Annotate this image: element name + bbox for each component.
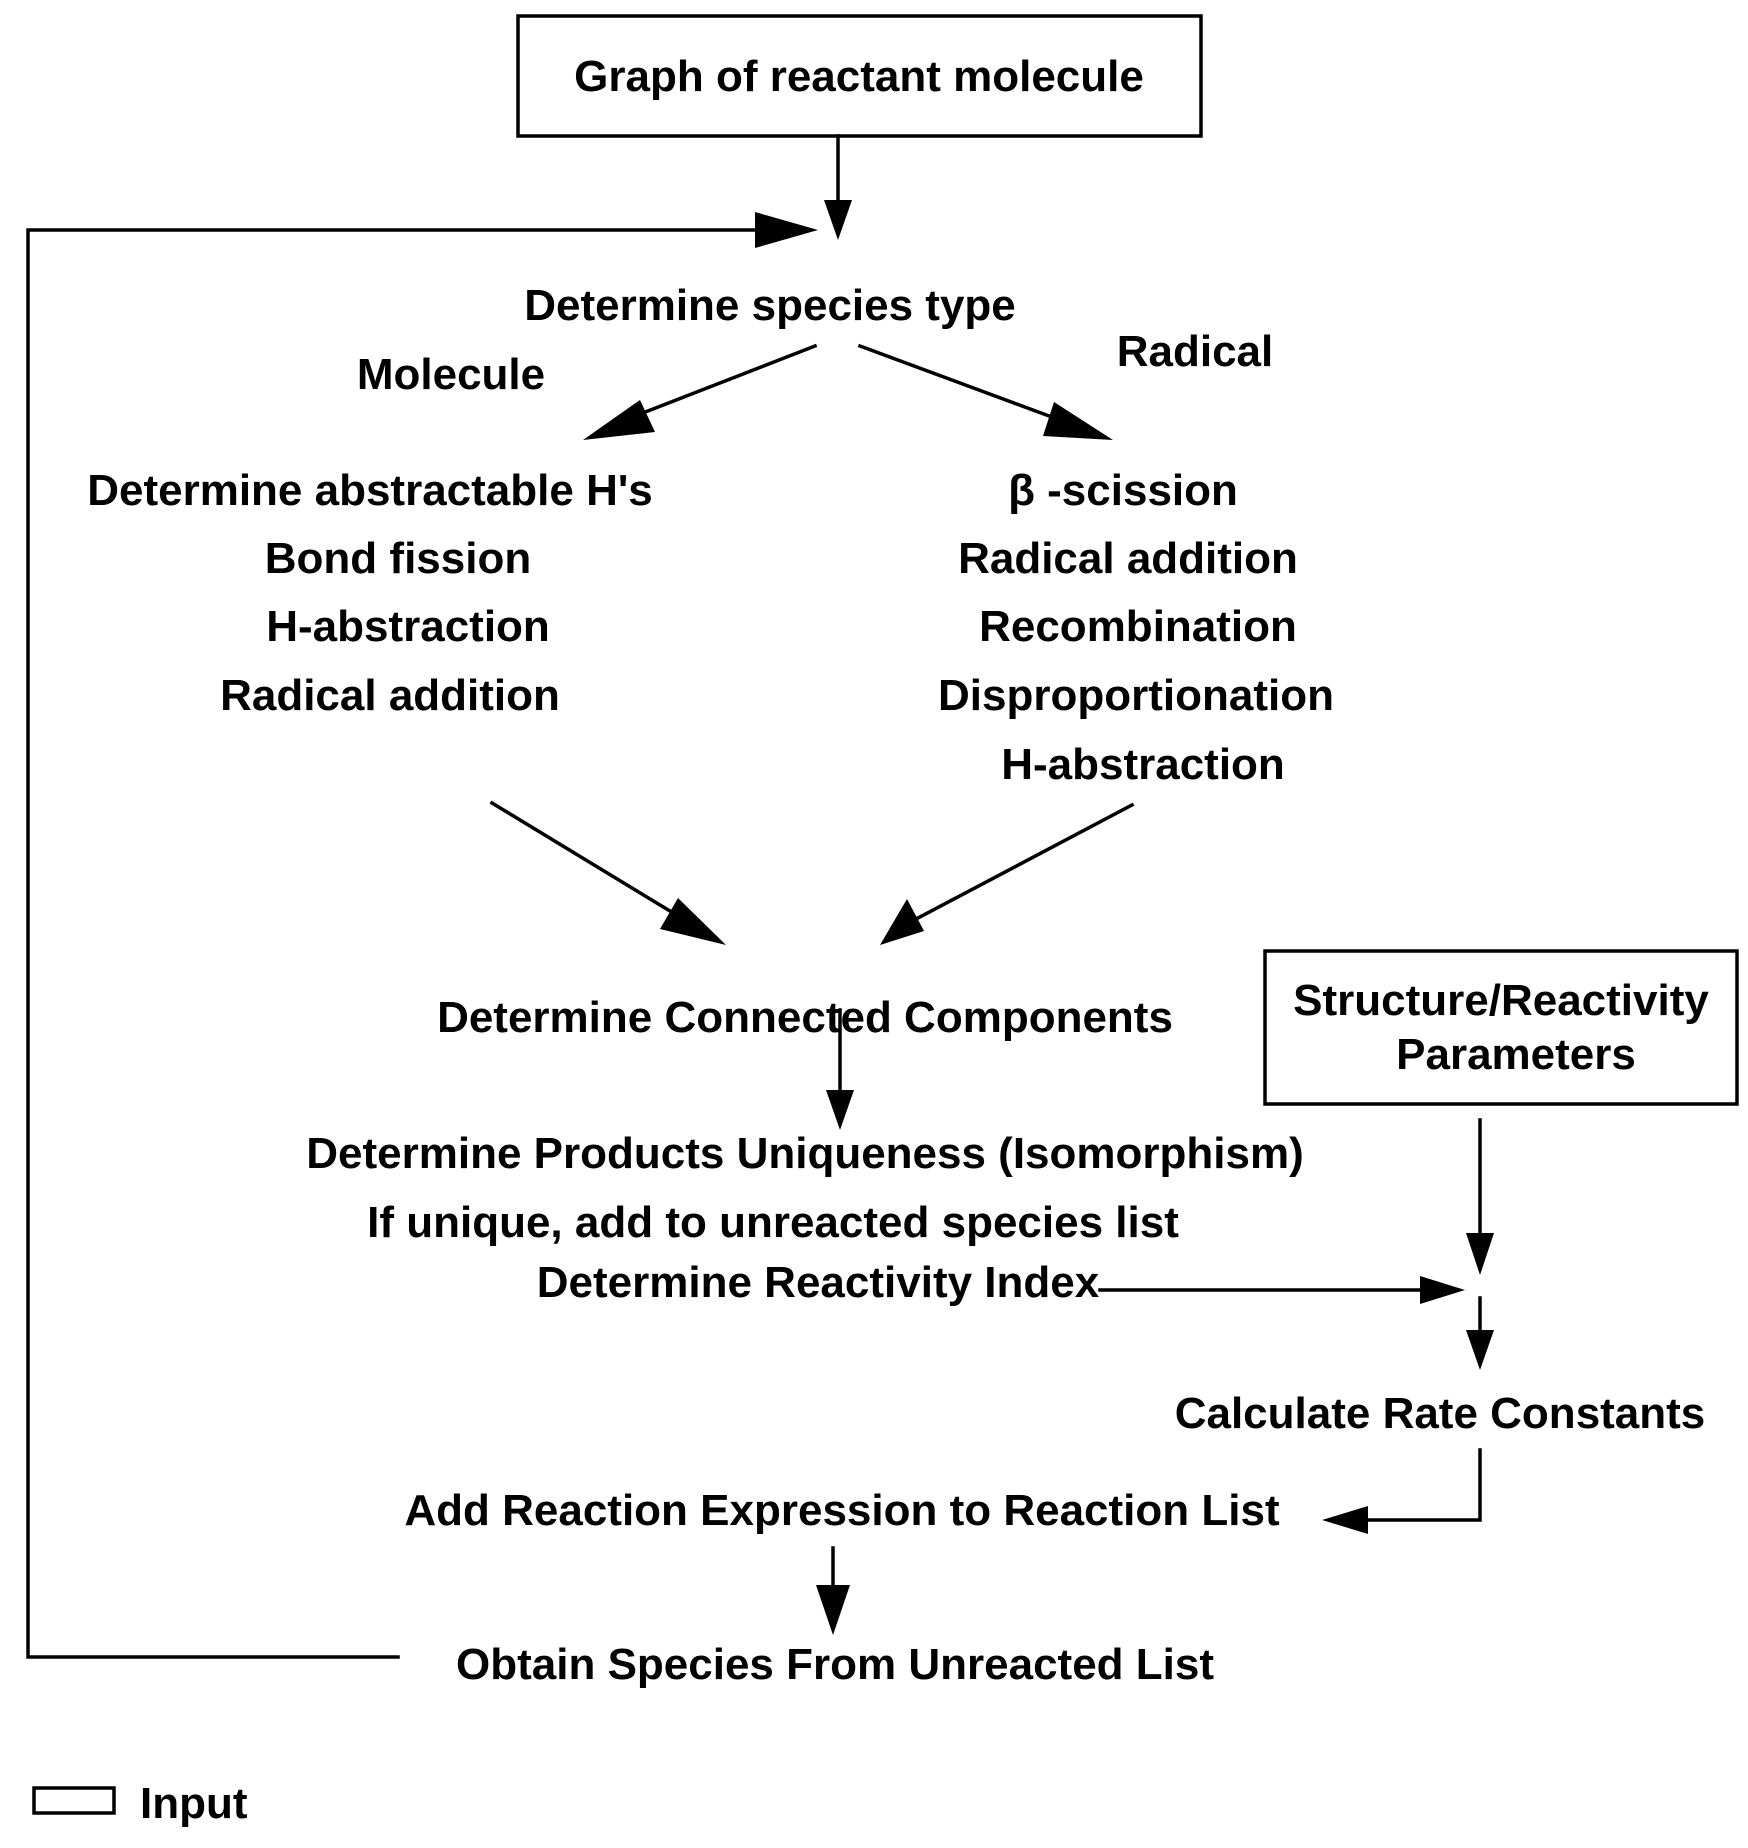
radical-branch-label: Radical [1117, 327, 1274, 376]
arrow-junction-to-rate-head [1466, 1330, 1494, 1370]
arrow-to-molecule-line [627, 343, 818, 421]
arrow-to-molecule-head [583, 400, 655, 440]
arrow-graph-to-species-head [824, 200, 852, 240]
molecule-branch-label: Molecule [357, 350, 545, 399]
graph-of-reactant-label: Graph of reactant molecule [574, 52, 1144, 101]
radical-step-recombination: Recombination [979, 602, 1297, 651]
legend-input-symbol [32, 1786, 116, 1815]
structure-reactivity-label-line1: Structure/Reactivity [1293, 976, 1709, 1025]
obtain-species-label: Obtain Species From Unreacted List [456, 1640, 1214, 1689]
feedback-loop-arrowhead [755, 212, 818, 248]
arrow-parameters-to-junction-head [1466, 1233, 1494, 1275]
if-unique-label: If unique, add to unreacted species list [367, 1198, 1179, 1247]
arrow-molecule-to-components-line [489, 800, 691, 925]
rate-constants-label: Calculate Rate Constants [1175, 1389, 1706, 1438]
molecule-step-bond-fission: Bond fission [265, 534, 531, 583]
arrow-to-radical-head [1043, 402, 1113, 440]
input-box-graph-of-reactant [516, 14, 1203, 138]
arrow-rate-to-reaction-head [1322, 1506, 1368, 1534]
arrow-reaction-to-obtain-head [816, 1585, 850, 1635]
arrow-radical-to-components-line [915, 802, 1135, 921]
products-uniqueness-label: Determine Products Uniqueness (Isomorphi… [306, 1129, 1304, 1178]
reactivity-index-label: Determine Reactivity Index [537, 1258, 1100, 1307]
molecule-step-h-abstraction: H-abstraction [266, 602, 550, 651]
arrow-molecule-to-components-head [660, 898, 726, 945]
molecule-step-abstractable-h: Determine abstractable H's [87, 466, 653, 515]
input-box-structure-reactivity [1263, 949, 1739, 1106]
determine-species-type-label: Determine species type [524, 281, 1016, 330]
connected-components-label: Determine Connected Components [437, 993, 1173, 1042]
arrow-rate-to-reaction-line [1356, 1448, 1482, 1522]
feedback-loop-line [26, 228, 772, 1659]
add-reaction-label: Add Reaction Expression to Reaction List [404, 1486, 1280, 1535]
arrow-to-radical-line [857, 343, 1063, 423]
radical-step-beta-scission: β -scission [1008, 466, 1238, 515]
arrow-components-to-uniqueness-head [826, 1090, 854, 1130]
arrow-radical-to-components-head [880, 899, 924, 945]
molecule-step-radical-addition: Radical addition [220, 671, 560, 720]
radical-step-h-abstraction: H-abstraction [1001, 740, 1285, 789]
structure-reactivity-label-line2: Parameters [1396, 1030, 1636, 1079]
legend-input-label: Input [140, 1779, 248, 1828]
radical-step-radical-addition: Radical addition [958, 534, 1298, 583]
radical-step-disproportionation: Disproportionation [938, 671, 1334, 720]
arrow-reactivity-to-junction-head [1420, 1276, 1465, 1304]
